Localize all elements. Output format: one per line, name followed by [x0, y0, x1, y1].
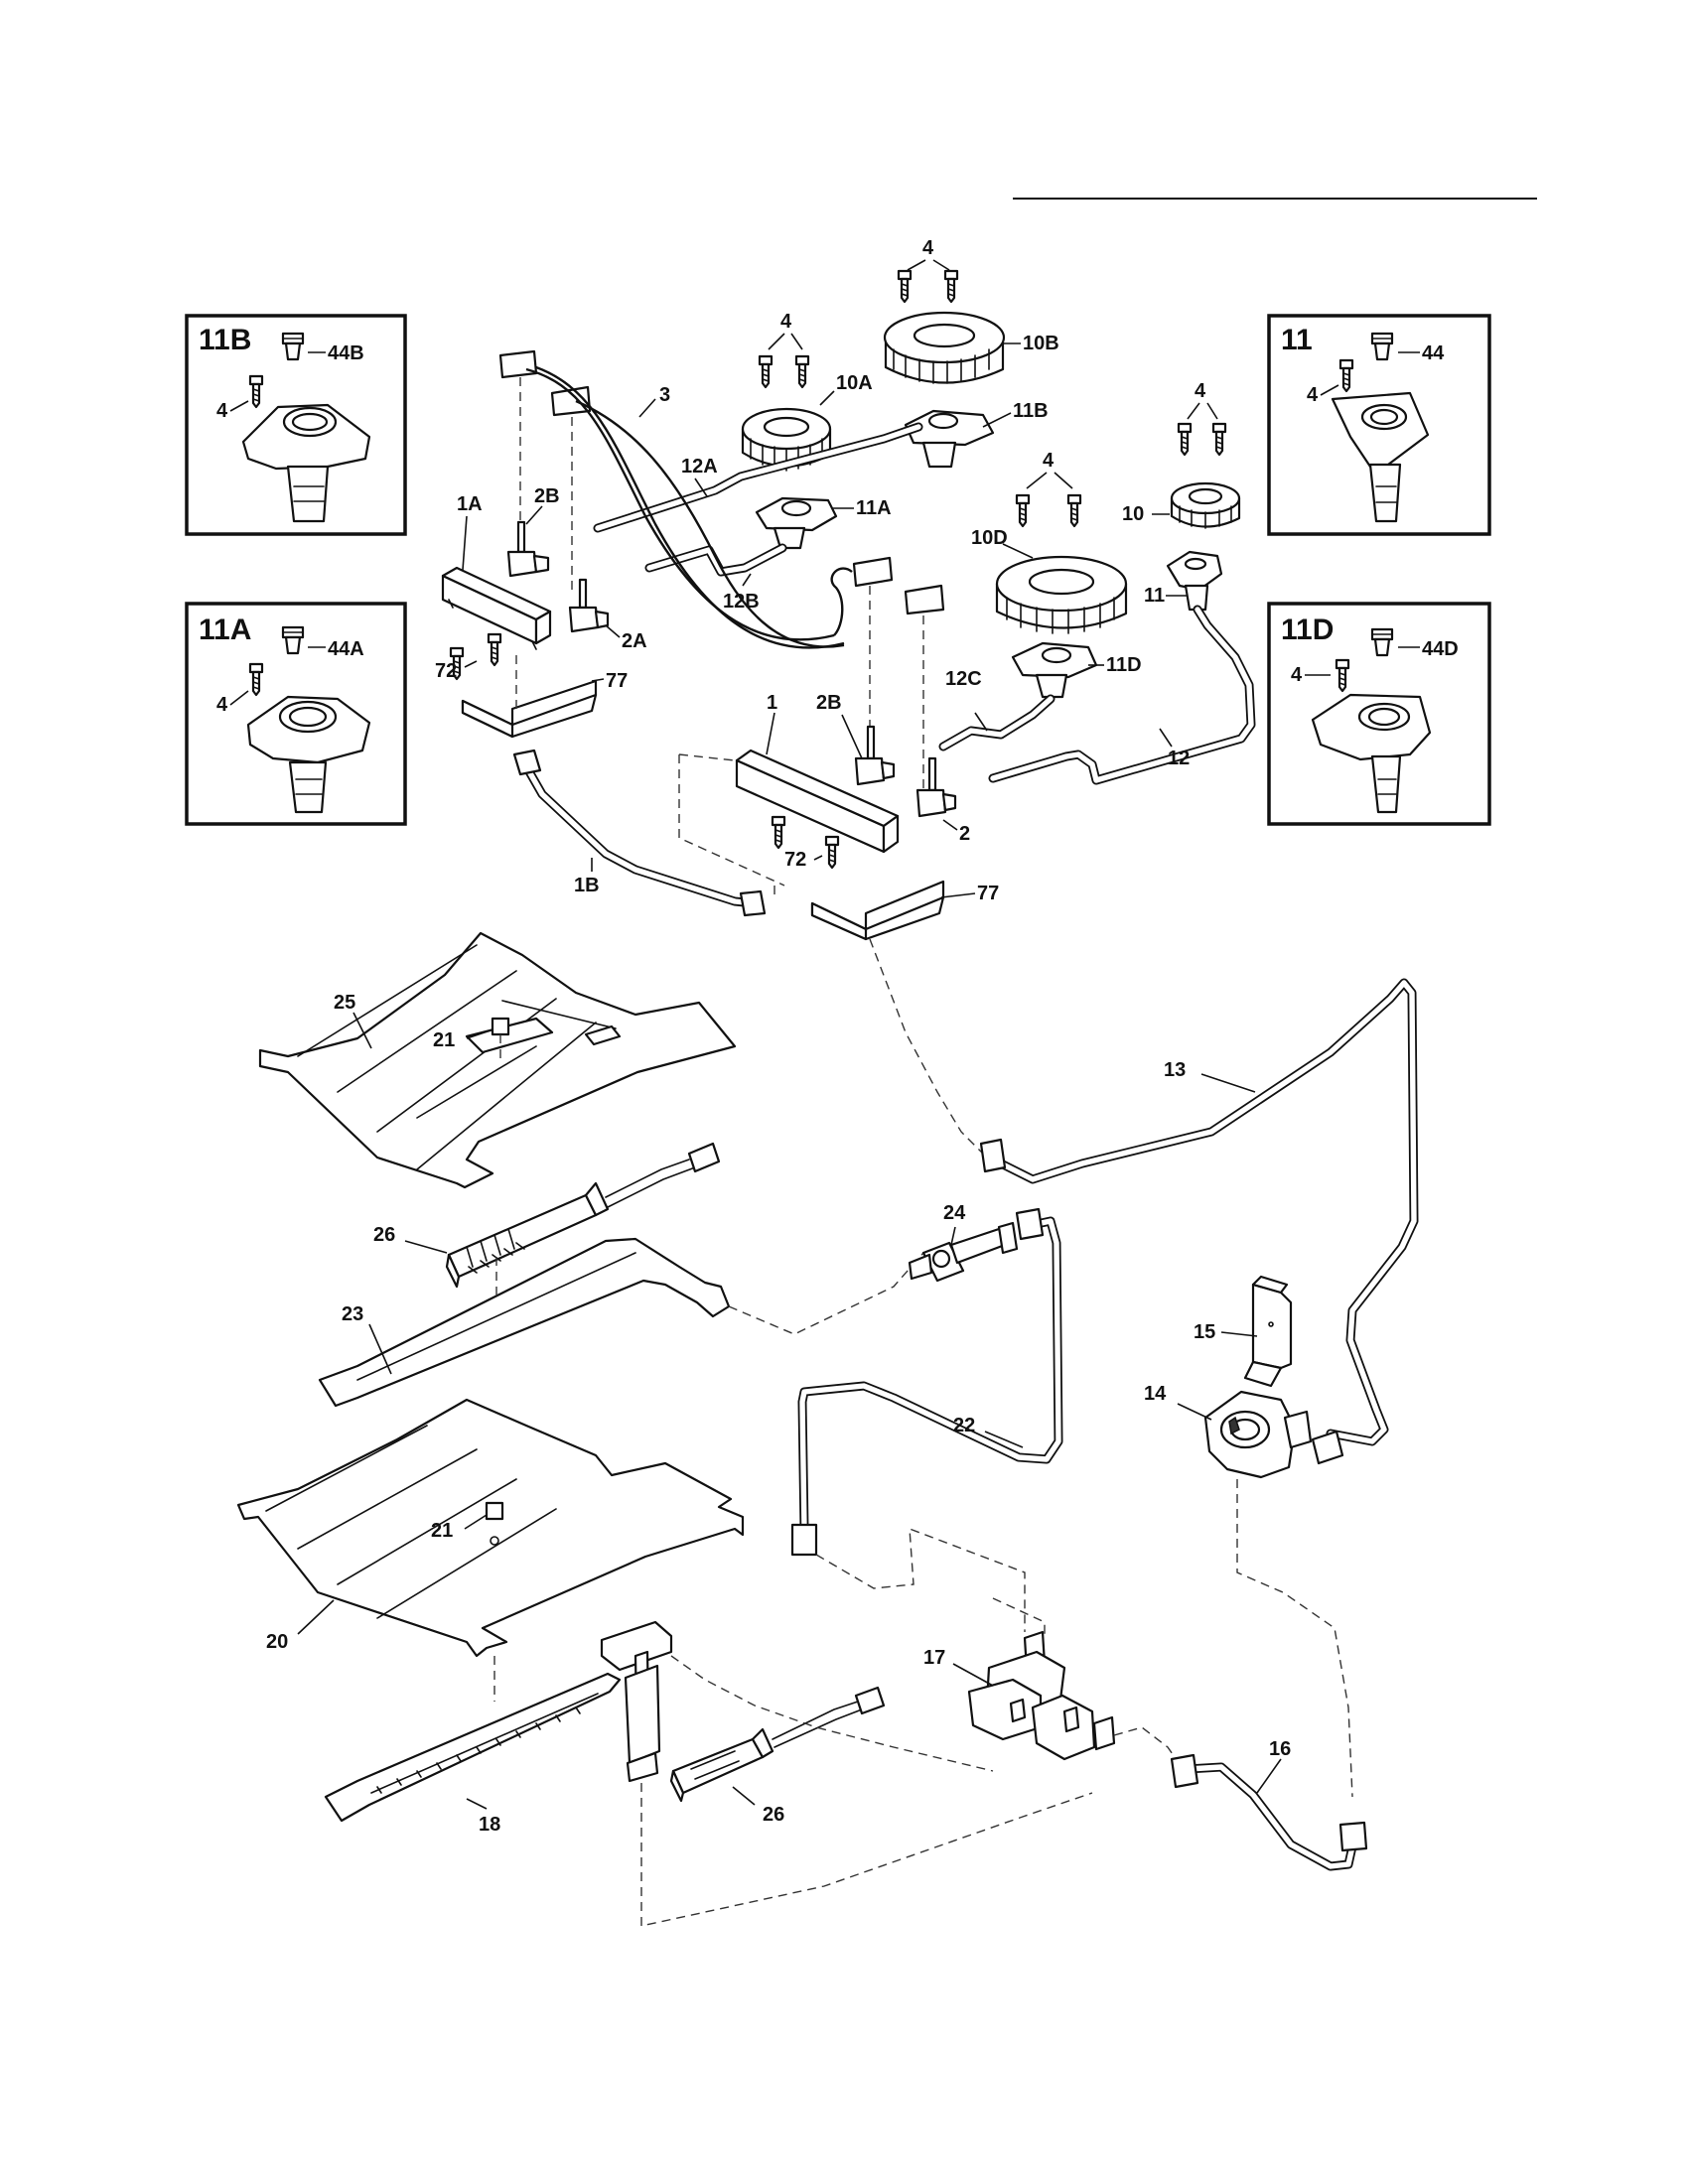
svg-text:1A: 1A — [457, 493, 483, 515]
svg-text:17: 17 — [923, 1647, 945, 1669]
svg-text:44: 44 — [1422, 342, 1445, 364]
svg-text:12A: 12A — [681, 456, 718, 478]
svg-text:14: 14 — [1144, 1383, 1167, 1405]
svg-text:12B: 12B — [723, 591, 760, 613]
burner-base-11d: 11D — [1011, 641, 1142, 699]
svg-text:77: 77 — [606, 670, 628, 692]
igniter-26-lower: 26 — [669, 1655, 994, 1826]
svg-text:44B: 44B — [328, 342, 364, 364]
manifold-1: 1 2B 2 72 77 — [678, 692, 999, 941]
svg-text:2A: 2A — [622, 630, 647, 652]
svg-text:11: 11 — [1281, 324, 1313, 356]
burner-base-11a: 11A — [755, 496, 892, 550]
svg-text:10A: 10A — [836, 372, 873, 394]
svg-text:4: 4 — [216, 400, 228, 422]
svg-text:25: 25 — [334, 992, 355, 1014]
svg-text:11A: 11A — [856, 497, 892, 519]
svg-text:72: 72 — [435, 660, 457, 682]
burner-10: 4 10 — [1122, 380, 1241, 529]
tube-22: 22 — [790, 1207, 1063, 1557]
svg-text:20: 20 — [266, 1631, 288, 1653]
svg-text:21: 21 — [431, 1520, 453, 1542]
svg-text:10B: 10B — [1023, 333, 1059, 354]
gas-tubes-upper: 12A 12B 12C 12 — [593, 422, 1256, 785]
heat-shield-25: 25 21 — [258, 931, 737, 1189]
bake-burner-18: 18 — [324, 1620, 1093, 1927]
tube-13: 13 — [979, 978, 1419, 1446]
svg-text:4: 4 — [216, 694, 228, 716]
svg-text:1: 1 — [767, 692, 777, 714]
inset-11a: 11A 44A 4 — [185, 602, 407, 826]
svg-text:2: 2 — [959, 823, 970, 845]
svg-text:3: 3 — [659, 384, 670, 406]
tube-16: 16 — [1170, 1738, 1368, 1871]
dashed-link-13 — [869, 938, 984, 1155]
ignition-harness-3: 3 — [498, 349, 945, 794]
svg-text:22: 22 — [953, 1415, 975, 1436]
burner-base-11b: 11B — [904, 400, 1049, 469]
svg-text:10: 10 — [1122, 503, 1144, 525]
svg-text:13: 13 — [1164, 1059, 1186, 1081]
svg-text:1B: 1B — [574, 875, 600, 896]
svg-text:11B: 11B — [199, 324, 251, 356]
svg-text:11D: 11D — [1106, 654, 1142, 676]
svg-text:4: 4 — [1043, 450, 1055, 472]
svg-text:72: 72 — [784, 849, 806, 871]
svg-text:2B: 2B — [534, 485, 560, 507]
svg-text:4: 4 — [1307, 384, 1319, 406]
svg-text:12C: 12C — [945, 668, 982, 690]
burner-10d: 4 10D — [971, 450, 1128, 634]
svg-text:4: 4 — [1195, 380, 1206, 402]
svg-text:44A: 44A — [328, 638, 364, 660]
svg-text:21: 21 — [433, 1029, 455, 1051]
burner-base-11: 11 — [1144, 550, 1223, 612]
inset-11: 11 44 4 — [1267, 314, 1491, 536]
svg-text:24: 24 — [943, 1202, 966, 1224]
svg-text:11: 11 — [1144, 585, 1165, 607]
fitting-24: 24 — [908, 1202, 1019, 1283]
burner-10b: 4 10B — [883, 237, 1059, 384]
svg-text:18: 18 — [479, 1814, 500, 1836]
svg-text:11B: 11B — [1013, 400, 1049, 422]
bracket-15: 15 — [1194, 1275, 1293, 1388]
svg-text:16: 16 — [1269, 1738, 1291, 1760]
svg-text:12: 12 — [1168, 748, 1190, 769]
svg-text:11D: 11D — [1281, 614, 1334, 646]
svg-text:26: 26 — [373, 1224, 395, 1246]
oven-valve-17: 17 — [815, 1527, 1183, 1768]
svg-text:4: 4 — [1291, 664, 1303, 686]
svg-text:4: 4 — [922, 237, 934, 259]
svg-text:26: 26 — [763, 1804, 784, 1826]
igniter-26-upper: 26 — [373, 1142, 721, 1289]
regulator-inlet-fitting — [1311, 1430, 1344, 1465]
manifold-1a: 1A 2B 2A 72 77 — [435, 485, 647, 739]
svg-text:23: 23 — [342, 1303, 363, 1325]
svg-text:10D: 10D — [971, 527, 1008, 549]
svg-text:77: 77 — [977, 883, 999, 904]
svg-text:44D: 44D — [1422, 638, 1459, 660]
broil-burner-23: 23 — [318, 1237, 924, 1408]
svg-text:15: 15 — [1194, 1321, 1215, 1343]
svg-text:11A: 11A — [199, 614, 251, 646]
tube-1b: 1B — [512, 749, 767, 917]
heat-shield-20: 21 20 — [236, 1398, 745, 1702]
svg-text:2B: 2B — [816, 692, 842, 714]
svg-text:4: 4 — [780, 311, 792, 333]
inset-11b: 11B 44B 4 — [185, 314, 407, 536]
inset-11d: 11D 44D 4 — [1267, 602, 1491, 826]
pressure-regulator-14: 14 — [1144, 1383, 1353, 1798]
